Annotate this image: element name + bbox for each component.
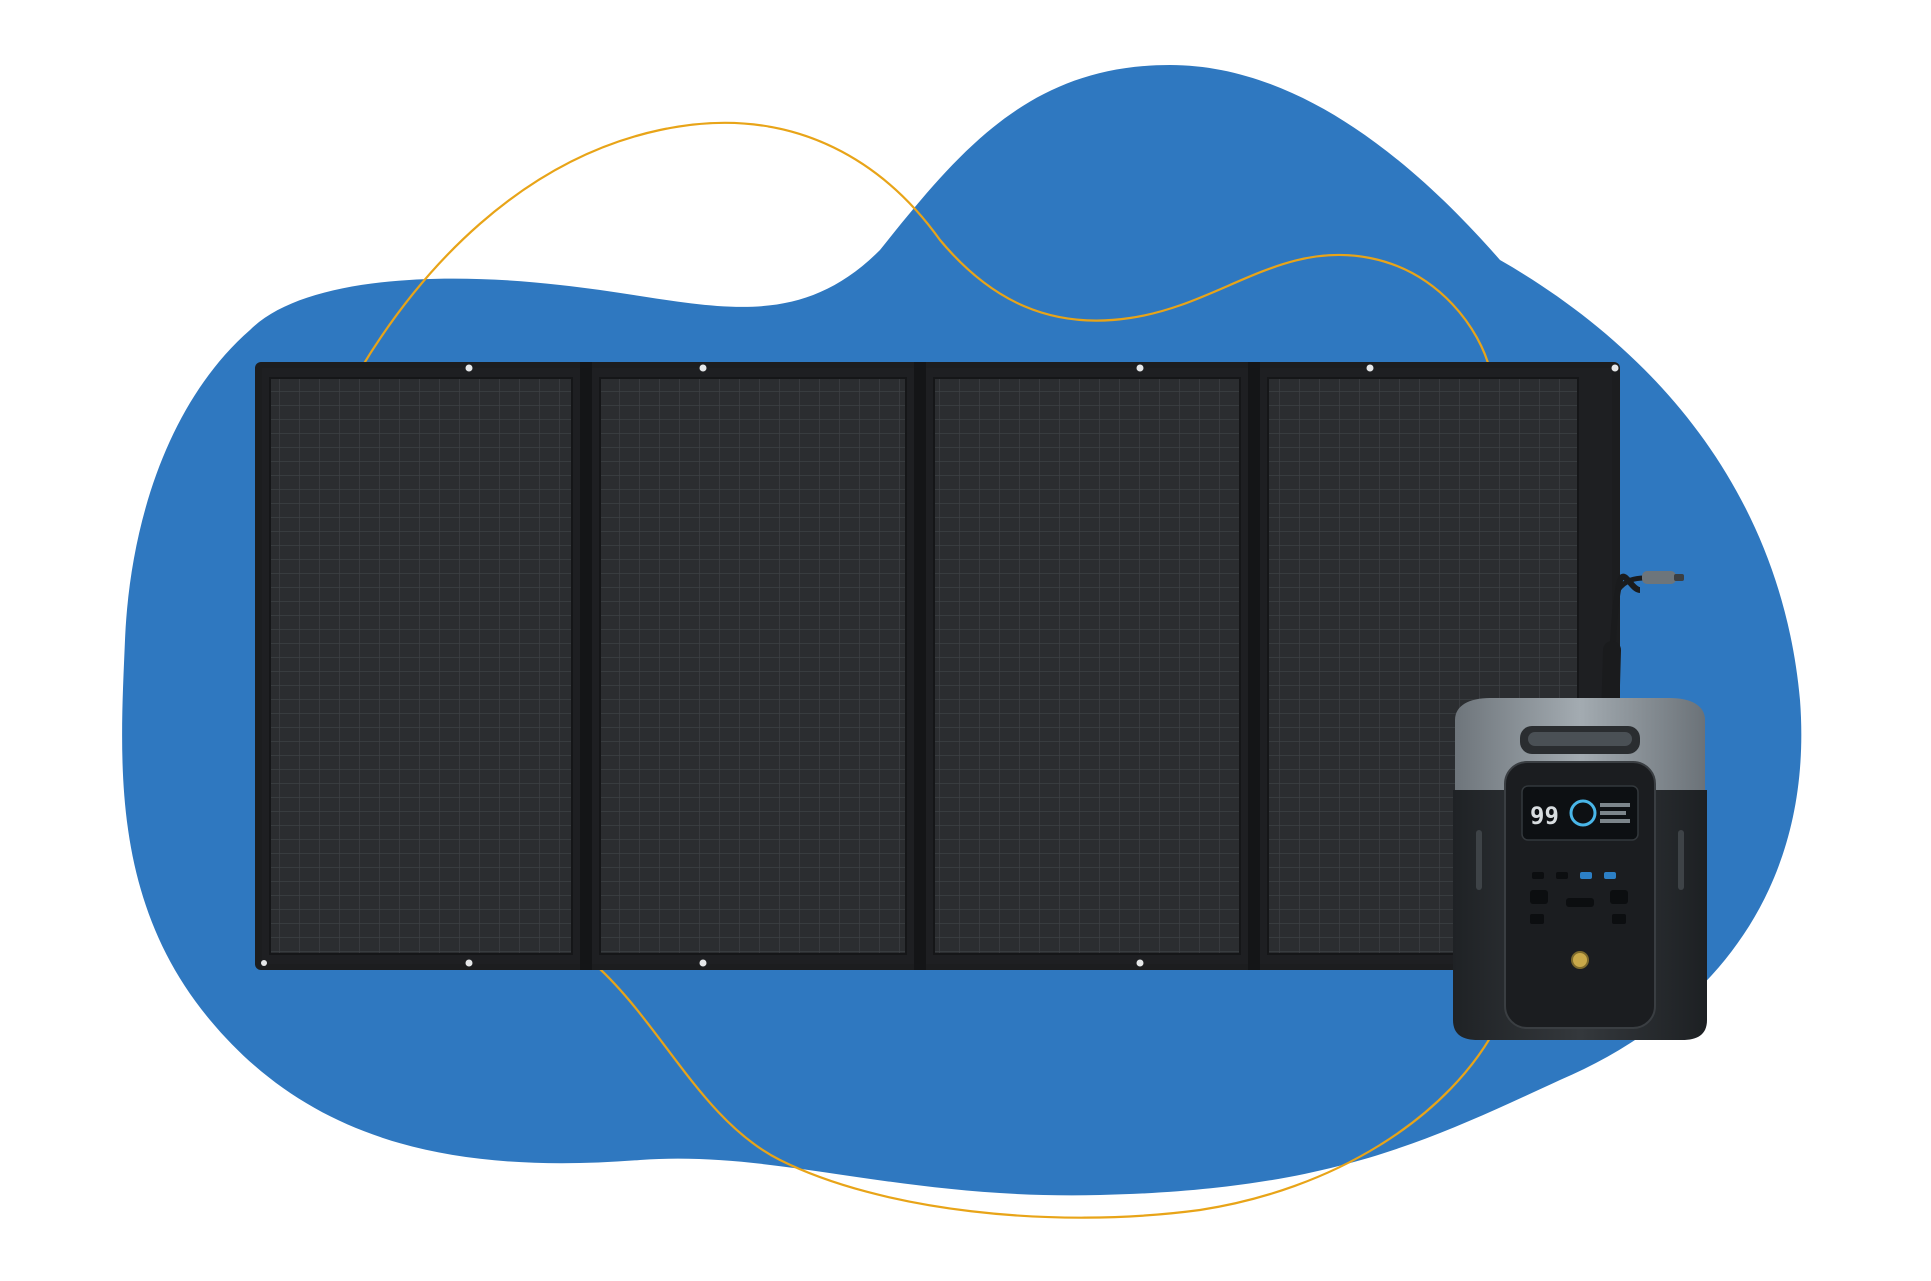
solar-panel-icon [255,362,1620,970]
portable-power-station-icon: 99 [1453,698,1707,1040]
battery-ring-icon [1569,799,1597,827]
station-ports [1530,872,1628,924]
solar-panel-1 [262,368,580,964]
accent-curve-line [359,121,1492,371]
accent-curve-line-lower [589,959,1501,1219]
solar-panel-3 [926,368,1248,964]
solar-panel-2 [592,368,914,964]
station-display-digits: 99 [1530,802,1559,830]
station-display [1521,785,1639,841]
power-button-icon [1571,951,1589,969]
panel-grommets [261,364,1619,967]
